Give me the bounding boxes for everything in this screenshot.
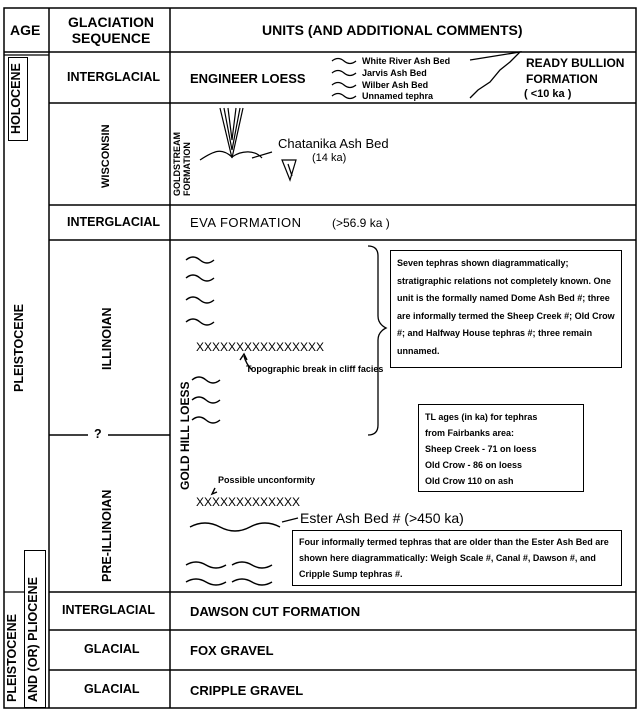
header-glaciation-line1: GLACIATION	[67, 14, 155, 30]
seq-interglacial-1: INTERGLACIAL	[67, 70, 161, 84]
seq-boundary-mark: ?	[94, 427, 102, 441]
seq-wisconsin: WISCONSIN	[100, 124, 112, 188]
note-four-tephras: Four informally termed tephras that are …	[292, 530, 622, 586]
header-units: UNITS (AND ADDITIONAL COMMENTS)	[262, 22, 523, 38]
seq-interglacial-2: INTERGLACIAL	[67, 215, 161, 229]
note-brace	[367, 245, 388, 436]
note-tl-ages: TL ages (in ka) for tephras from Fairban…	[418, 404, 584, 492]
unit-cripple: CRIPPLE GRAVEL	[190, 683, 304, 698]
age-pleistocene-pliocene-line1: PLEISTOCENE	[5, 614, 19, 702]
chatanika-label: Chatanika Ash Bed	[278, 136, 389, 151]
tl-line-3: Sheep Creek - 71 on loess	[425, 444, 537, 454]
unit-dawson: DAWSON CUT FORMATION	[190, 604, 361, 619]
cliff-break-marks: XXXXXXXXXXXXXXXX	[196, 340, 325, 354]
chatanika-age: (14 ka)	[312, 152, 347, 164]
ester-label: Ester Ash Bed # (>450 ka)	[300, 510, 464, 526]
seq-pre-illinoian: PRE-ILLINOIAN	[100, 489, 114, 582]
ash-bed-3: Wilber Ash Bed	[362, 80, 429, 90]
pleistocene-pliocene-box	[24, 550, 46, 708]
holocene-box	[8, 57, 28, 141]
unit-eva: EVA FORMATION	[190, 215, 302, 230]
ash-bed-4: Unnamed tephra	[362, 91, 434, 101]
unit-gold-hill: GOLD HILL LOESS	[178, 381, 192, 490]
tl-line-4: Old Crow - 86 on loess	[425, 460, 523, 470]
ash-bed-markers	[331, 51, 522, 100]
unit-fox: FOX GRAVEL	[190, 643, 274, 658]
header-age: AGE	[10, 22, 41, 38]
unit-engineer-loess: ENGINEER LOESS	[190, 71, 306, 86]
ash-bed-1: White River Ash Bed	[362, 56, 451, 66]
seq-glacial-2: GLACIAL	[84, 682, 140, 696]
age-pleistocene: PLEISTOCENE	[12, 304, 26, 392]
chatanika-cone	[199, 107, 297, 182]
goldstream-line1: GOLDSTREAM	[172, 132, 182, 196]
ready-bullion-line1: READY BULLION	[526, 56, 625, 70]
seq-illinoian: ILLINOIAN	[100, 307, 114, 371]
pre-illinoian-tephras	[185, 487, 299, 586]
seq-interglacial-3: INTERGLACIAL	[62, 603, 156, 617]
unconformity-label: Possible unconformity	[218, 475, 316, 485]
cliff-break-label: Topographic break in cliff facies	[246, 364, 384, 374]
seq-glacial-1: GLACIAL	[84, 642, 140, 656]
goldstream-line2: FORMATION	[182, 142, 192, 196]
age-holocene: HOLOCENE	[9, 63, 23, 134]
illinoian-tephras	[185, 256, 253, 424]
ready-bullion-line2: FORMATION	[526, 72, 598, 86]
age-pleistocene-pliocene-line2: AND (OR) PLIOCENE	[26, 577, 40, 702]
ready-bullion-age: ( <10 ka )	[524, 88, 572, 100]
tl-line-1: TL ages (in ka) for tephras	[425, 412, 538, 422]
unconformity-marks: XXXXXXXXXXXXX	[196, 495, 301, 509]
note-seven-tephras: Seven tephras shown diagrammatically; st…	[390, 250, 622, 368]
unit-eva-age: (>56.9 ka )	[332, 216, 390, 230]
header-glaciation-line2: SEQUENCE	[71, 30, 151, 46]
tl-line-5: Old Crow 110 on ash	[425, 476, 514, 486]
tl-line-2: from Fairbanks area:	[425, 428, 515, 438]
ash-bed-2: Jarvis Ash Bed	[362, 68, 427, 78]
